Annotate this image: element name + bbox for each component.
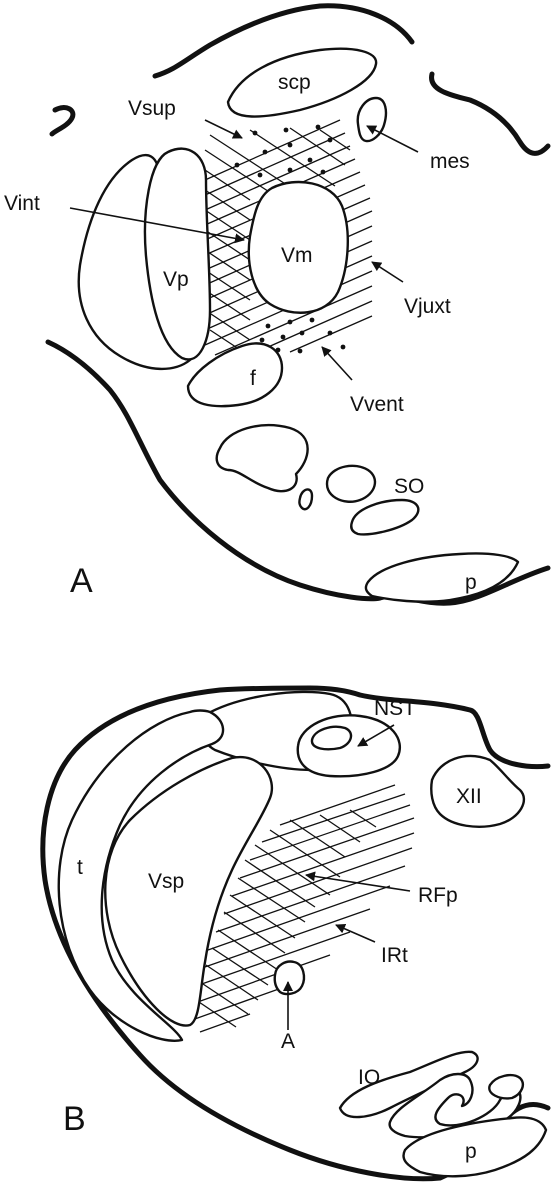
nucleus-a1-structure — [217, 425, 308, 491]
t-label: t — [77, 856, 83, 879]
mes-structure — [358, 98, 386, 141]
xii-label: XII — [456, 785, 482, 808]
vp-label: Vp — [163, 268, 189, 291]
panel-a: scp mes Vsup Vint Vm Vp Vjuxt f Vvent SO… — [4, 6, 548, 603]
vsup-dots — [235, 125, 333, 191]
f-structure — [188, 343, 282, 406]
p-b-label: p — [465, 1140, 477, 1163]
mes-label: mes — [430, 150, 470, 173]
io-structure-3 — [489, 1075, 523, 1098]
panel-a-left-hook — [52, 108, 73, 134]
io-label: IO — [358, 1066, 380, 1089]
vjuxt-label: Vjuxt — [404, 295, 451, 318]
nucleus-a2-structure — [299, 489, 312, 509]
vint-label: Vint — [4, 192, 40, 215]
a-label: A — [281, 1030, 295, 1053]
vsup-label: Vsup — [128, 97, 176, 120]
scp-label: scp — [278, 71, 311, 94]
panel-b: NST XII t Vsp RFp IRt A IO p B — [43, 688, 548, 1179]
irt-arrow — [336, 925, 375, 942]
rfp-arrow — [306, 875, 410, 891]
nucleus-a3-structure — [327, 466, 375, 502]
vjuxt-arrow — [372, 262, 403, 282]
vvent-label: Vvent — [350, 393, 404, 416]
vvent-arrow — [322, 347, 352, 380]
so-structure — [351, 500, 418, 534]
panel-a-dorsal-outline-right — [432, 74, 548, 153]
a-structure — [275, 962, 304, 994]
f-label: f — [250, 367, 256, 390]
so-label: SO — [394, 475, 424, 498]
irt-label: IRt — [381, 944, 408, 967]
panel-a-label: A — [70, 562, 93, 600]
nst-label: NST — [374, 697, 416, 720]
panel-b-label: B — [63, 1100, 86, 1138]
rfp-label: RFp — [418, 884, 458, 907]
vsp-label: Vsp — [148, 870, 184, 893]
p-a-structure — [366, 553, 518, 601]
vm-label: Vm — [281, 244, 313, 267]
p-a-label: p — [465, 571, 477, 594]
